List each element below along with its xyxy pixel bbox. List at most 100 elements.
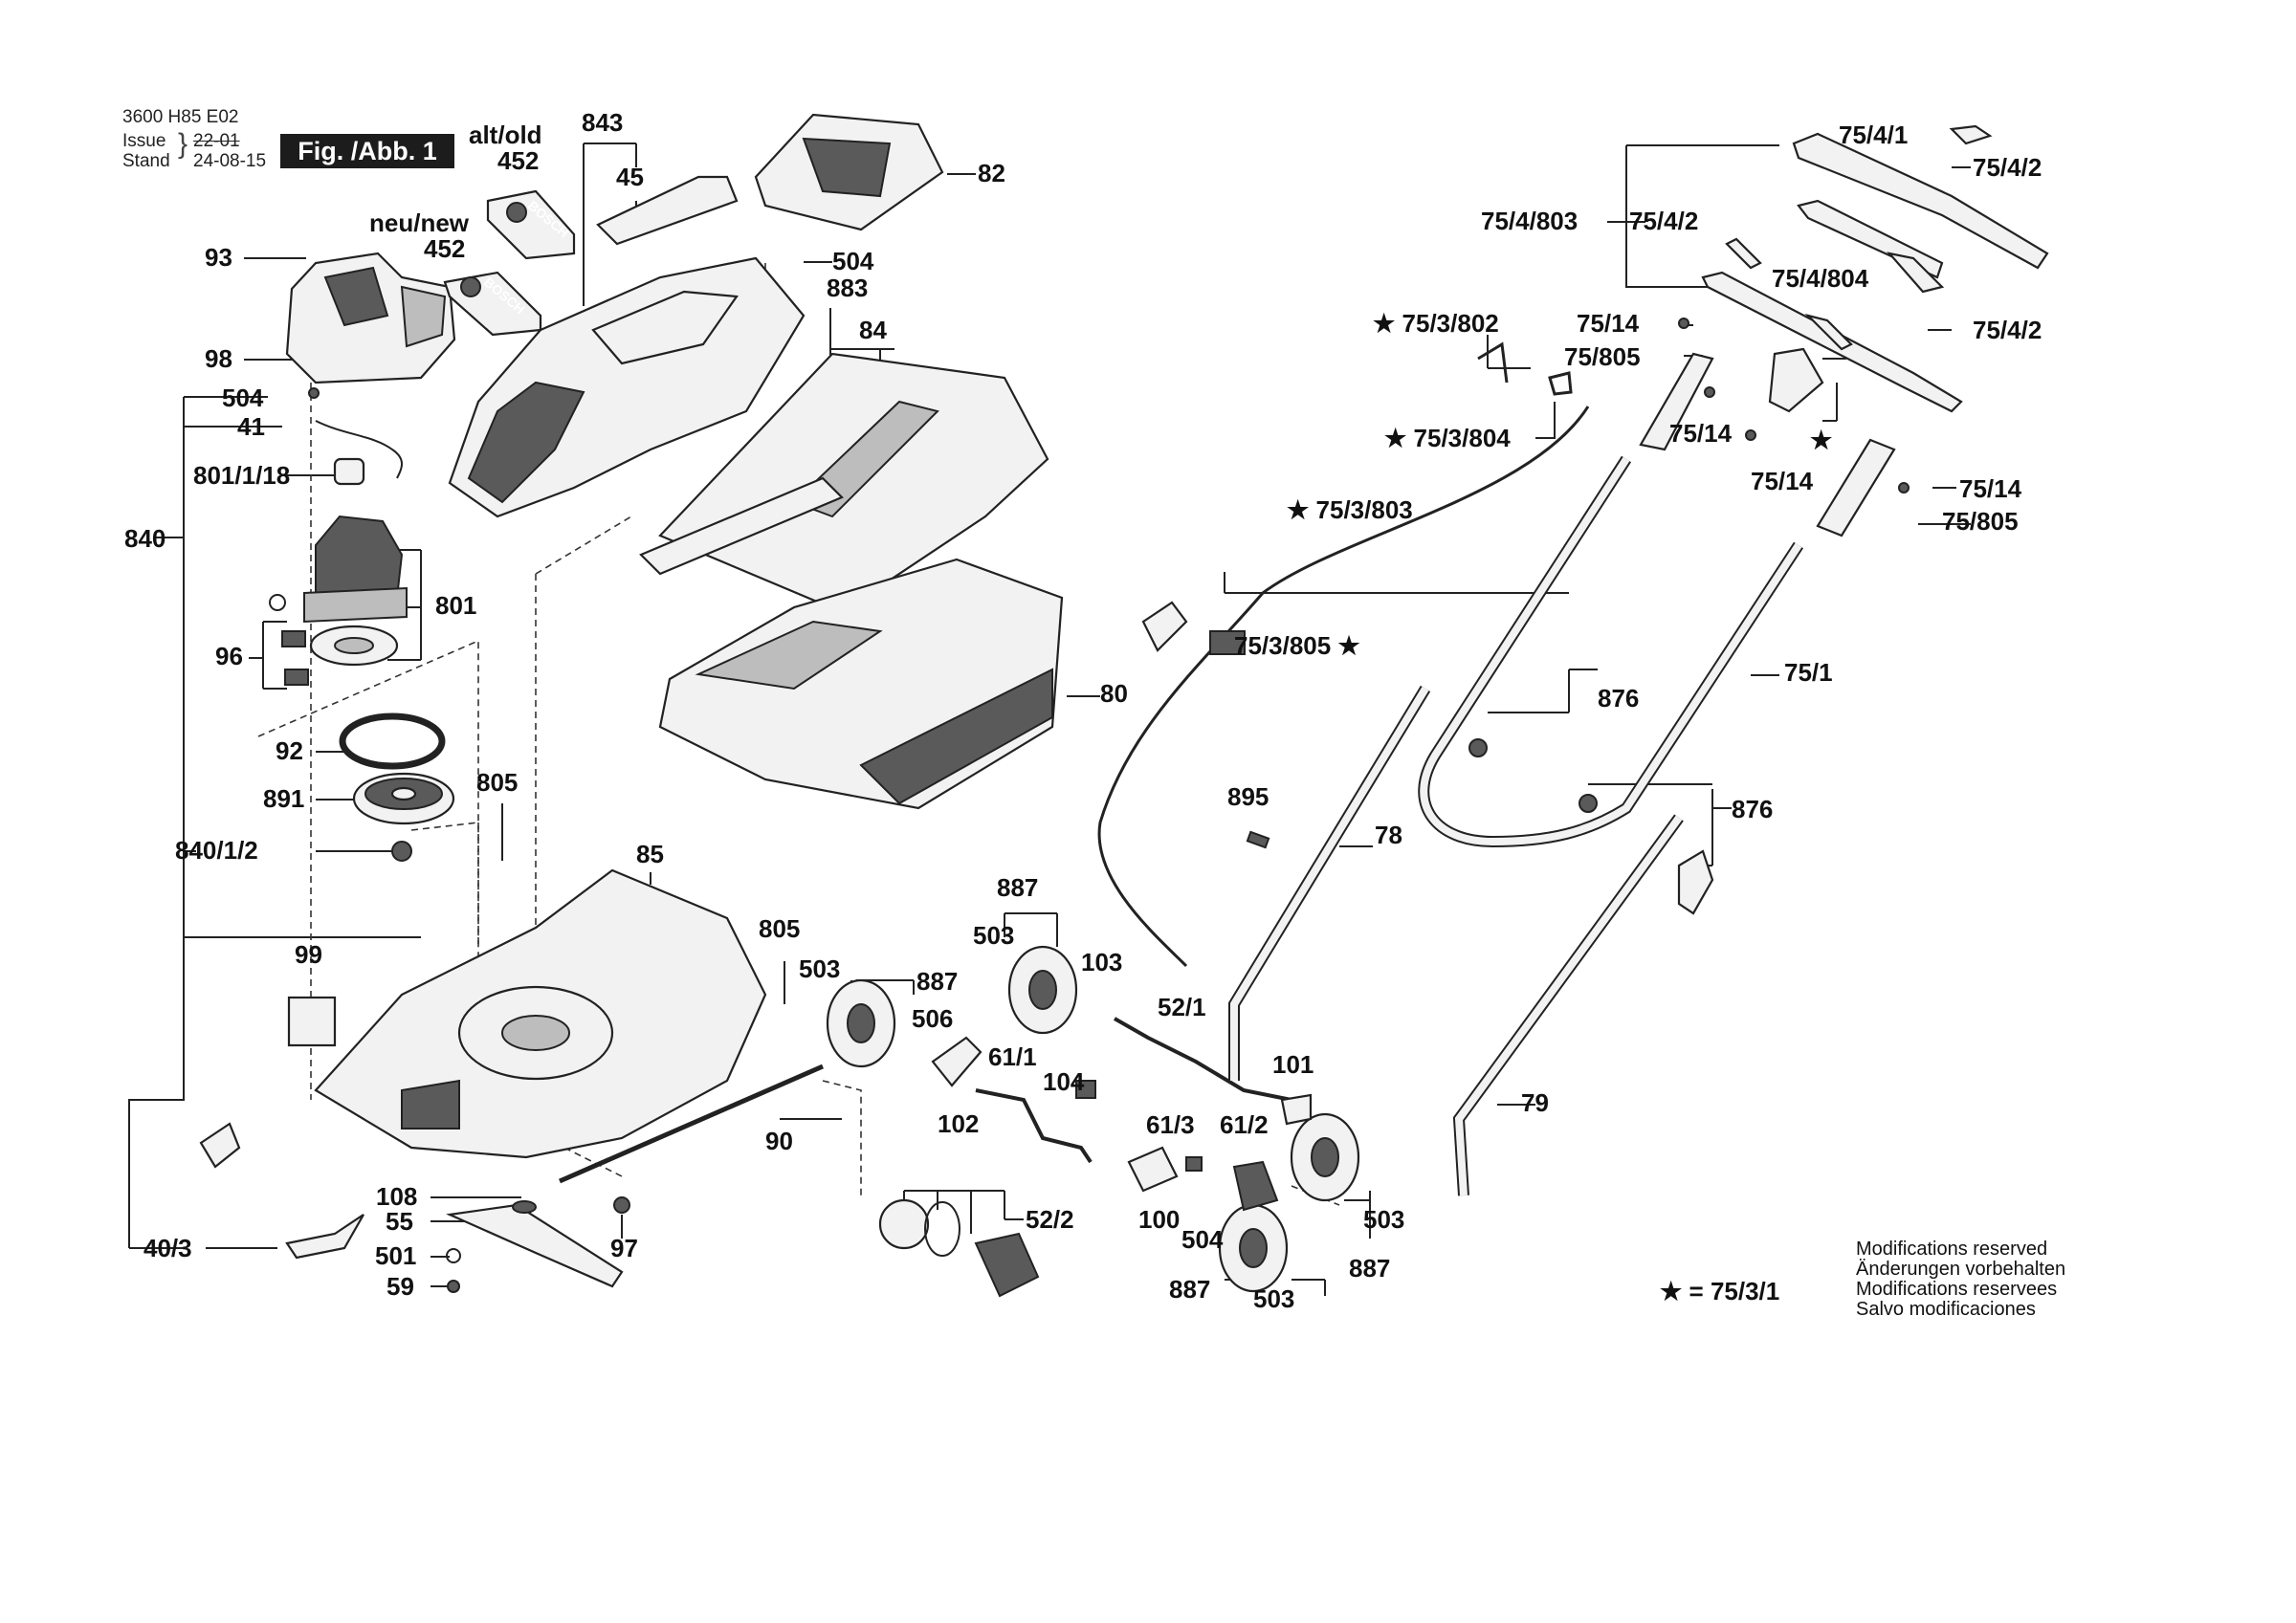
mower-deck-part	[314, 868, 767, 1159]
grass-box-part	[658, 558, 1064, 810]
callout-503-a: 503	[973, 921, 1015, 950]
callout-504-b: 504	[832, 247, 874, 275]
callout-75-1: 75/1	[1784, 658, 1833, 687]
callout-504-a: 504	[222, 384, 264, 412]
callout-843: 843	[582, 108, 624, 137]
label-plate-old	[486, 189, 576, 260]
switch-part	[1477, 341, 1573, 396]
callout-79: 79	[1521, 1088, 1549, 1117]
hub-part	[878, 1198, 930, 1250]
knob-part-a	[1468, 738, 1488, 757]
filter-part	[287, 996, 337, 1047]
stand-date: 24-08-15	[193, 151, 267, 171]
callout-503-b: 503	[799, 954, 841, 983]
issue-date: 22-01	[193, 131, 240, 151]
callout-61-1: 61/1	[988, 1042, 1037, 1071]
handle-sleeve-b	[1816, 438, 1896, 537]
belt-part	[339, 713, 446, 770]
callout-887-a: 887	[997, 873, 1039, 902]
callout-876-a: 876	[1598, 684, 1640, 713]
bushing-part	[333, 457, 365, 486]
callout-801-1-18: 801/1/18	[193, 461, 291, 490]
clamp-lever-part	[1677, 849, 1714, 915]
callout-61-3: 61/3	[1146, 1110, 1195, 1139]
callout-75-805-b: 75/805	[1942, 507, 2019, 536]
callout-96: 96	[215, 642, 243, 670]
note-de: Änderungen vorbehalten	[1856, 1259, 2066, 1280]
callout-504-c: 504	[1181, 1225, 1224, 1254]
adjust-block-part	[1075, 1080, 1096, 1099]
callout-75-4-804: 75/4/804	[1772, 264, 1869, 293]
screw-part	[308, 387, 320, 399]
blade-screw-part	[447, 1280, 460, 1293]
adjust-rod-part	[975, 1088, 1093, 1164]
callout-840-1-2: 840/1/2	[175, 836, 258, 865]
callout-100: 100	[1138, 1205, 1181, 1234]
callout-104: 104	[1043, 1067, 1085, 1096]
note-fr: Modifications reservees	[1856, 1279, 2058, 1300]
callout-99: 99	[295, 940, 322, 969]
callout-75-4-803: 75/4/803	[1481, 207, 1578, 235]
callout-895: 895	[1227, 782, 1269, 811]
issue-label: Issue	[122, 131, 166, 151]
callout-452-new: 452	[424, 234, 466, 263]
callout-75-4-2-a: 75/4/2	[1973, 153, 2042, 182]
wheel-part-a	[826, 978, 896, 1068]
callout-876-b: 876	[1732, 795, 1774, 823]
spacer-part	[613, 1196, 630, 1214]
callout-102: 102	[938, 1109, 980, 1138]
callout-93: 93	[205, 243, 232, 272]
cable-connector-part	[1209, 630, 1246, 655]
callout-55: 55	[386, 1207, 413, 1236]
screw-part-75-14-a	[1678, 318, 1689, 329]
document-number: 3600 H85 E02	[122, 107, 239, 127]
callout-52-2: 52/2	[1026, 1205, 1074, 1234]
callout-75-805-a: 75/805	[1564, 342, 1641, 371]
pulley-part	[352, 772, 455, 825]
knob-75-4-1	[1949, 124, 1993, 145]
handle-sleeve-a	[1639, 352, 1714, 451]
callout-59: 59	[386, 1272, 414, 1301]
control-panel-part	[754, 113, 944, 231]
switch-housing-part	[1768, 347, 1824, 413]
note-es: Salvo modificaciones	[1856, 1299, 2036, 1320]
callout-41: 41	[237, 412, 265, 441]
gear-bracket-part	[1127, 1146, 1179, 1193]
callout-75-4-2-b: 75/4/2	[1629, 207, 1699, 235]
axle-part	[559, 1064, 824, 1184]
callout-75-14-c: 75/14	[1751, 467, 1814, 495]
callout-84: 84	[859, 316, 887, 344]
adjust-clip-part	[1280, 1093, 1313, 1126]
callout-506: 506	[912, 1004, 954, 1033]
screw-part-75-14-c	[1745, 429, 1756, 441]
brace: }	[178, 128, 188, 160]
callout-75-4-2-c: 75/4/2	[1973, 316, 2042, 344]
motor-housing-part	[285, 252, 456, 384]
wheel-part-b	[1007, 945, 1078, 1035]
callout-501: 501	[375, 1241, 417, 1270]
callout-40-3: 40/3	[144, 1234, 192, 1262]
callout-103: 103	[1081, 948, 1123, 976]
callout-108: 108	[376, 1182, 418, 1211]
motor-part	[303, 515, 408, 667]
callout-801: 801	[435, 591, 477, 620]
callout-85: 85	[636, 840, 664, 868]
callout-887-b: 887	[916, 967, 959, 996]
cable-part	[315, 420, 403, 479]
carry-handle-part	[596, 175, 739, 246]
callout-92: 92	[276, 736, 303, 765]
callout-52-1: 52/1	[1158, 993, 1206, 1021]
callout-891: 891	[263, 784, 305, 813]
handle-bar-part	[1701, 132, 2049, 413]
hub-cap-part	[974, 1232, 1040, 1298]
callout-80: 80	[1100, 679, 1128, 708]
pin-part	[1246, 830, 1270, 849]
callout-452-old: 452	[497, 146, 540, 175]
wheel-part-c	[1290, 1112, 1360, 1202]
nut-part	[391, 841, 412, 862]
grass-box-lid-part	[639, 352, 1049, 614]
callout-503-d: 503	[1363, 1205, 1405, 1234]
callout-887-d: 887	[1349, 1254, 1391, 1283]
